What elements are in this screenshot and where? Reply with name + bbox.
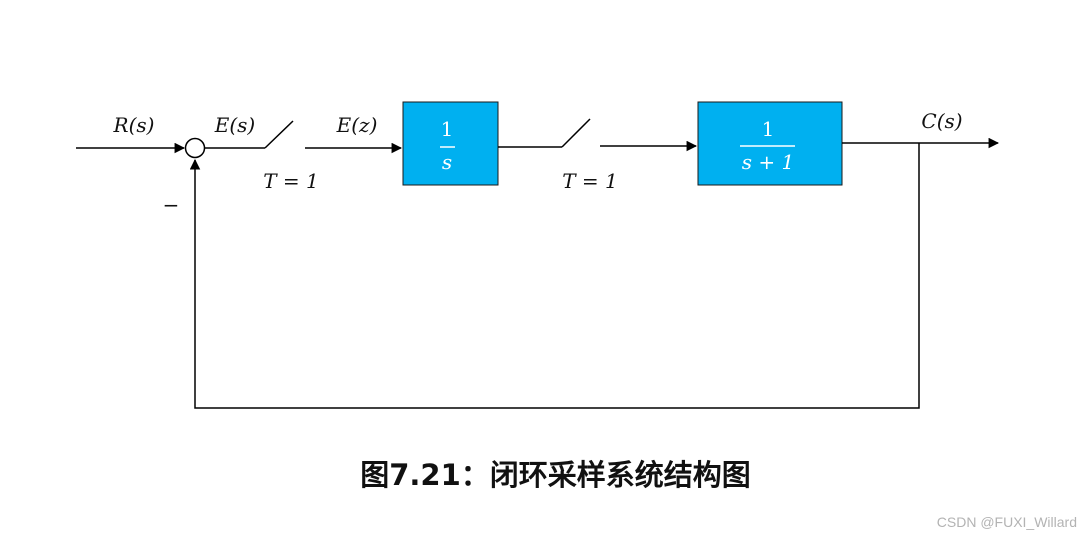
input-label: R(s) [113, 113, 155, 137]
block-1-denominator: s [442, 150, 452, 174]
figure-caption: 图7.21：闭环采样系统结构图 [360, 458, 751, 492]
sampler-1-switch [264, 120, 294, 149]
sampler-2-label: T = 1 [562, 169, 618, 193]
transfer-block-2 [697, 101, 843, 186]
output-label: C(s) [921, 109, 962, 133]
block-2-denominator: s + 1 [742, 150, 794, 174]
feedback-sign: − [163, 193, 180, 217]
sampled-error-label: E(z) [336, 113, 378, 137]
summing-junction [184, 137, 206, 159]
transfer-block-1 [402, 101, 499, 186]
watermark: CSDN @FUXI_Willard [936, 514, 1077, 530]
error-label: E(s) [214, 113, 255, 137]
sampler-2-switch [561, 118, 591, 148]
feedback-path [189, 143, 920, 409]
sampler-1-label: T = 1 [263, 169, 319, 193]
block-1-numerator: 1 [441, 117, 454, 141]
block-2-numerator: 1 [762, 117, 775, 141]
